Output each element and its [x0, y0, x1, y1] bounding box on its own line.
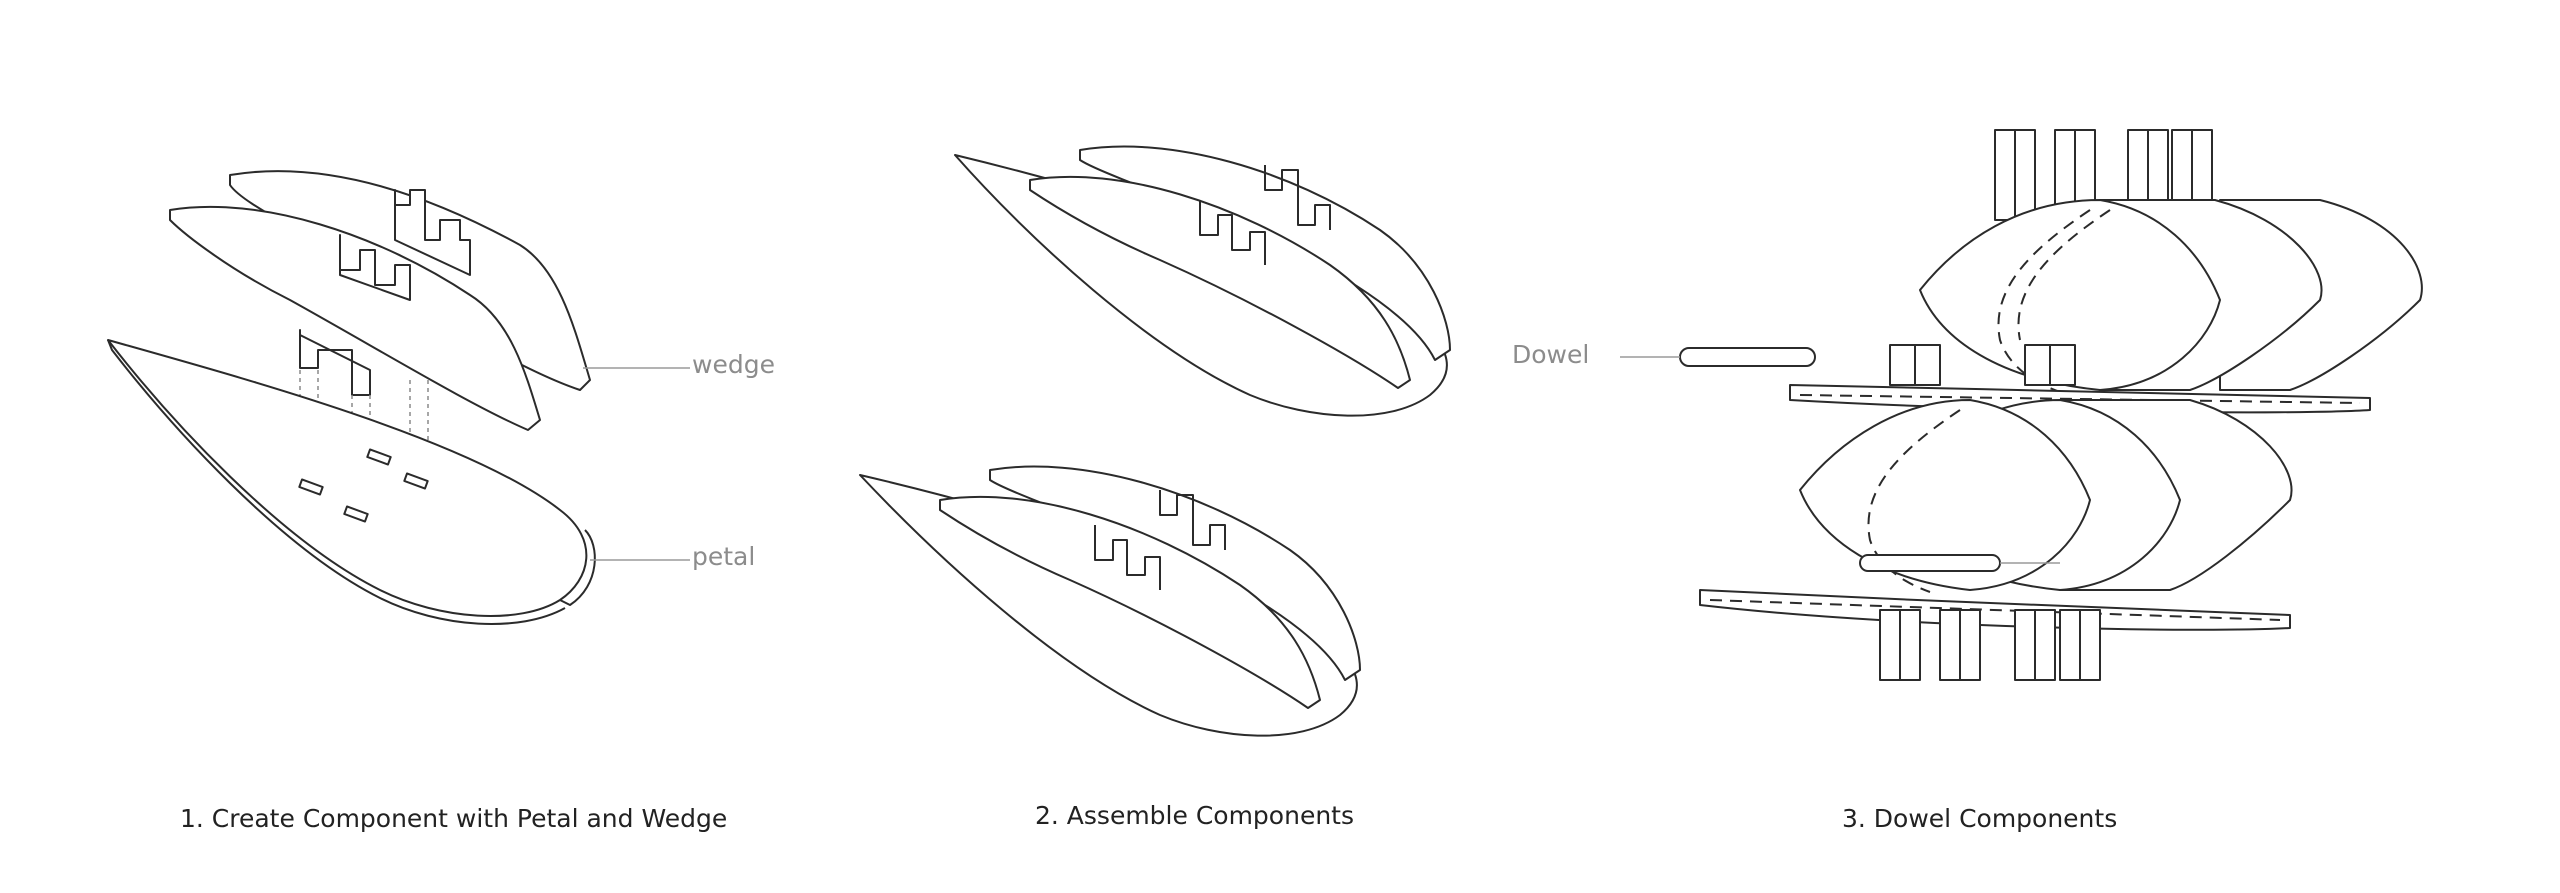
lower-lobes [1799, 399, 2293, 593]
step-3-caption: 3. Dowel Components [1842, 804, 2118, 833]
step-3-panel: Dowel 3. Dowel Components [1500, 0, 2560, 893]
assembled-component-bottom [859, 465, 1361, 737]
dowel-label: Dowel [1512, 340, 1590, 369]
petal-slot [403, 472, 429, 490]
step-3-drawing [1620, 129, 2423, 681]
step-2-caption: 2. Assemble Components [1035, 801, 1354, 830]
petal-slot [366, 448, 392, 466]
step-2-panel: 2. Assemble Components [850, 0, 1550, 893]
wedge-bottom-tabs [299, 329, 371, 396]
step-2-drawing [859, 145, 1451, 737]
assembled-component-top [954, 145, 1451, 417]
step-1-drawing [107, 170, 690, 625]
upper-lobes [1919, 199, 2423, 393]
dowel [1620, 347, 1816, 367]
lower-dowel [1859, 554, 2060, 572]
petal-slot [298, 478, 324, 496]
petal-slot [343, 505, 369, 523]
bottom-connector-plates [1879, 609, 2101, 681]
back-wedge-teeth [394, 189, 471, 276]
front-wedge [169, 205, 541, 431]
petal-label: petal [692, 542, 756, 571]
wedge-label: wedge [692, 350, 775, 379]
petal-edge [559, 529, 596, 606]
petal-edge [107, 339, 566, 625]
upper-connector-plates [1889, 344, 2076, 386]
front-wedge-teeth [339, 234, 411, 301]
step-1-caption: 1. Create Component with Petal and Wedge [180, 804, 728, 833]
step-1-panel: wedge petal 1. Create Component with Pet… [0, 0, 850, 893]
